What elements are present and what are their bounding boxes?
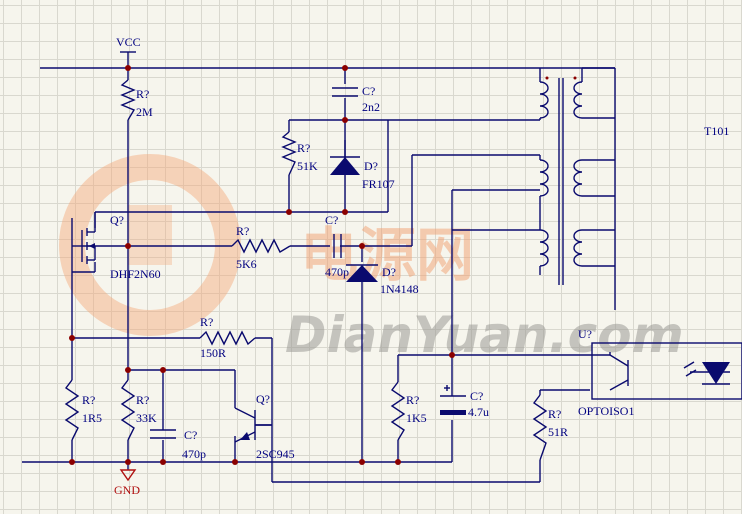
r-opto-ref: R?	[548, 407, 561, 421]
r-opto-value: 51R	[548, 425, 568, 439]
r-start-ref: R?	[136, 87, 149, 101]
capacitor-c-fb	[333, 234, 342, 258]
resistor-r-snub	[281, 131, 297, 176]
resistor-r-start	[120, 79, 136, 121]
transformer-dot	[545, 76, 549, 80]
transformer-ref: T101	[704, 124, 729, 138]
r-snub-value: 51K	[297, 159, 318, 173]
bjt-arrow	[240, 432, 250, 440]
d-fb-ref: D?	[382, 265, 396, 279]
resistor-r-fb	[231, 238, 291, 254]
r-fb-ref: R?	[236, 224, 249, 238]
r-base-value: 150R	[200, 346, 226, 360]
r-fb-value: 5K6	[236, 257, 257, 271]
opto-led	[702, 362, 730, 384]
opto-ref: U?	[578, 327, 592, 341]
r-load-value: 1K5	[406, 411, 427, 425]
bjt-q-ctrl	[234, 407, 272, 443]
r-bias-ref: R?	[136, 393, 149, 407]
junctions	[69, 65, 455, 465]
capacitor-c-bias	[150, 429, 176, 439]
capacitor-c-elec	[440, 385, 466, 415]
watermark: 电源网 DianYuan.com	[59, 154, 684, 364]
opto-value: OPTOISO1	[578, 404, 634, 418]
resistor-r-bias	[120, 379, 136, 441]
r-start-value: 2M	[136, 105, 153, 119]
c-fb-value: 470p	[325, 265, 349, 279]
r-load-ref: R?	[406, 393, 419, 407]
q-main-ref: Q?	[110, 213, 124, 227]
wires	[22, 52, 615, 483]
resistor-r-base	[199, 330, 256, 346]
c-snub-value: 2n2	[362, 100, 380, 114]
r-sense-value: 1R5	[82, 411, 102, 425]
r-bias-value: 33K	[136, 411, 157, 425]
watermark-cn: 电源网	[300, 221, 474, 289]
d-fb-value: 1N4148	[380, 282, 419, 296]
resistor-r-sense	[64, 379, 80, 441]
q-main-value: DHF2N60	[110, 267, 161, 281]
q-ctrl-value: 2SC945	[256, 447, 295, 461]
d-snub-value: FR107	[362, 177, 395, 191]
c-fb-ref: C?	[325, 213, 338, 227]
gnd-label: GND	[114, 483, 140, 497]
watermark-logo-plug	[128, 205, 172, 265]
labels: T101 R? 2M C? 2n2 R? 51K D? FR107 Q? DHF…	[82, 84, 729, 461]
capacitor-c-snub	[332, 87, 358, 97]
q-ctrl-ref: Q?	[256, 392, 270, 406]
c-elec-ref: C?	[470, 389, 483, 403]
mosfet-arrow	[89, 243, 95, 249]
diode-d-snub	[330, 140, 360, 175]
transformer-t101	[539, 67, 616, 310]
gnd-symbol	[119, 469, 137, 482]
c-bias-value: 470p	[182, 447, 206, 461]
c-snub-ref: C?	[362, 84, 375, 98]
opto-light-arrows	[683, 361, 697, 377]
d-snub-ref: D?	[364, 159, 378, 173]
resistor-r-opto	[532, 394, 548, 461]
c-bias-ref: C?	[184, 428, 197, 442]
resistor-r-load	[390, 381, 406, 441]
diode-d-fb	[346, 264, 378, 282]
r-sense-ref: R?	[82, 393, 95, 407]
r-base-ref: R?	[200, 315, 213, 329]
vcc-label: VCC	[116, 35, 141, 49]
transformer-dot	[573, 76, 577, 80]
r-snub-ref: R?	[297, 141, 310, 155]
mosfet-q-main	[72, 212, 128, 264]
c-elec-value: 4.7u	[468, 405, 489, 419]
